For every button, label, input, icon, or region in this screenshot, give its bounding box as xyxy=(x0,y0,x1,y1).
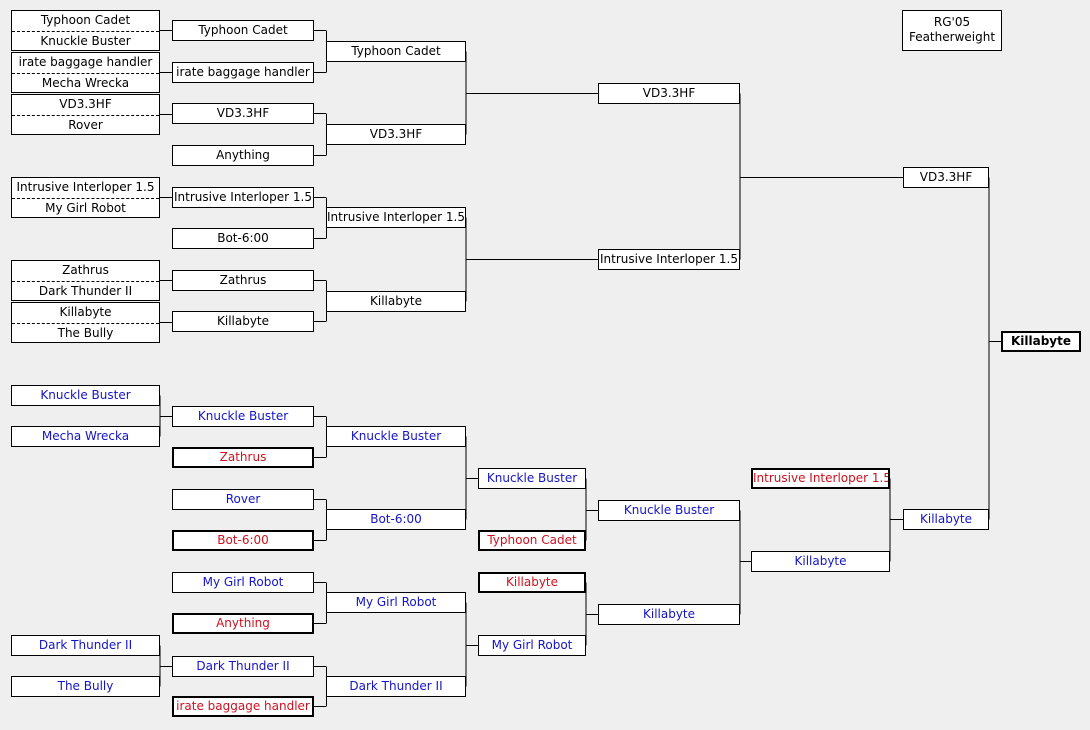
dropped-in-slot: Killabyte xyxy=(478,572,586,593)
bracket-slot: Dark Thunder II xyxy=(326,676,466,697)
bracket-slot: Killabyte xyxy=(598,604,740,625)
competitor-slot: The Bully xyxy=(57,326,114,340)
competitor-slot: Killabyte xyxy=(12,303,159,324)
bracket-slot: VD3.3HF xyxy=(326,124,466,145)
bracket-slot: My Girl Robot xyxy=(478,635,586,656)
dropped-in-slot: Bot-6:00 xyxy=(172,530,314,551)
bracket-slot: VD3.3HF xyxy=(598,83,740,104)
upper-bracket-winner: VD3.3HF xyxy=(903,167,989,188)
dropped-in-slot: Typhoon Cadet xyxy=(478,530,586,551)
bracket-slot: Knuckle Buster xyxy=(172,406,314,427)
competitor-slot: Intrusive Interloper 1.5 xyxy=(12,178,159,199)
bracket-slot: Killabyte xyxy=(172,311,314,332)
bracket-slot: Knuckle Buster xyxy=(326,426,466,447)
upper-r1-match-1: Typhoon Cadet Knuckle Buster xyxy=(11,10,160,51)
bracket-slot: Rover xyxy=(172,489,314,510)
bracket-slot: Zathrus xyxy=(172,270,314,291)
competitor-slot: Mecha Wrecka xyxy=(41,76,130,90)
competitor-slot: irate baggage handler xyxy=(12,53,159,74)
dropped-in-slot: Zathrus xyxy=(172,447,314,468)
bracket-slot: My Girl Robot xyxy=(326,592,466,613)
title-line-1: RG'05 xyxy=(933,15,971,29)
competitor-slot: Zathrus xyxy=(12,261,159,282)
competitor-slot: Knuckle Buster xyxy=(40,34,131,48)
bracket-slot: Typhoon Cadet xyxy=(326,41,466,62)
bracket-slot: The Bully xyxy=(11,676,160,697)
bracket-slot: My Girl Robot xyxy=(172,572,314,593)
upper-r1-match-5: Zathrus Dark Thunder II xyxy=(11,260,160,301)
bracket-slot: Anything xyxy=(172,145,314,166)
bracket-slot: Dark Thunder II xyxy=(11,635,160,656)
title-line-2: Featherweight xyxy=(908,30,996,44)
bracket-slot: Knuckle Buster xyxy=(11,385,160,406)
bracket-slot: irate baggage handler xyxy=(172,62,314,83)
competitor-slot: Typhoon Cadet xyxy=(12,11,159,32)
upper-r1-match-6: Killabyte The Bully xyxy=(11,302,160,343)
bracket-slot: VD3.3HF xyxy=(172,103,314,124)
bracket-slot: Dark Thunder II xyxy=(172,656,314,677)
bracket-slot: Intrusive Interloper 1.5 xyxy=(172,187,314,208)
competitor-slot: VD3.3HF xyxy=(12,95,159,116)
dropped-in-slot: irate baggage handler xyxy=(172,696,314,717)
champion-slot: Killabyte xyxy=(1001,331,1081,352)
lower-bracket-winner: Killabyte xyxy=(903,509,989,530)
upper-r1-match-3: VD3.3HF Rover xyxy=(11,94,160,135)
bracket-slot: Mecha Wrecka xyxy=(11,426,160,447)
upper-r1-match-2: irate baggage handler Mecha Wrecka xyxy=(11,52,160,93)
bracket-slot: Intrusive Interloper 1.5 xyxy=(326,207,466,228)
bracket-slot: Bot-6:00 xyxy=(172,228,314,249)
competitor-slot: Dark Thunder II xyxy=(38,284,133,298)
bracket-slot: Killabyte xyxy=(326,291,466,312)
bracket-slot: Intrusive Interloper 1.5 xyxy=(598,249,740,270)
bracket-slot: Killabyte xyxy=(751,551,890,572)
dropped-in-slot: Anything xyxy=(172,613,314,634)
bracket-slot: Typhoon Cadet xyxy=(172,20,314,41)
tournament-title: RG'05 Featherweight xyxy=(902,10,1002,51)
competitor-slot: Rover xyxy=(68,118,103,132)
bracket-slot: Knuckle Buster xyxy=(478,468,586,489)
dropped-in-slot: Intrusive Interloper 1.5 xyxy=(751,468,890,489)
bracket-slot: Bot-6:00 xyxy=(326,509,466,530)
bracket-slot: Knuckle Buster xyxy=(598,500,740,521)
upper-r1-match-4: Intrusive Interloper 1.5 My Girl Robot xyxy=(11,177,160,218)
competitor-slot: My Girl Robot xyxy=(45,201,126,215)
